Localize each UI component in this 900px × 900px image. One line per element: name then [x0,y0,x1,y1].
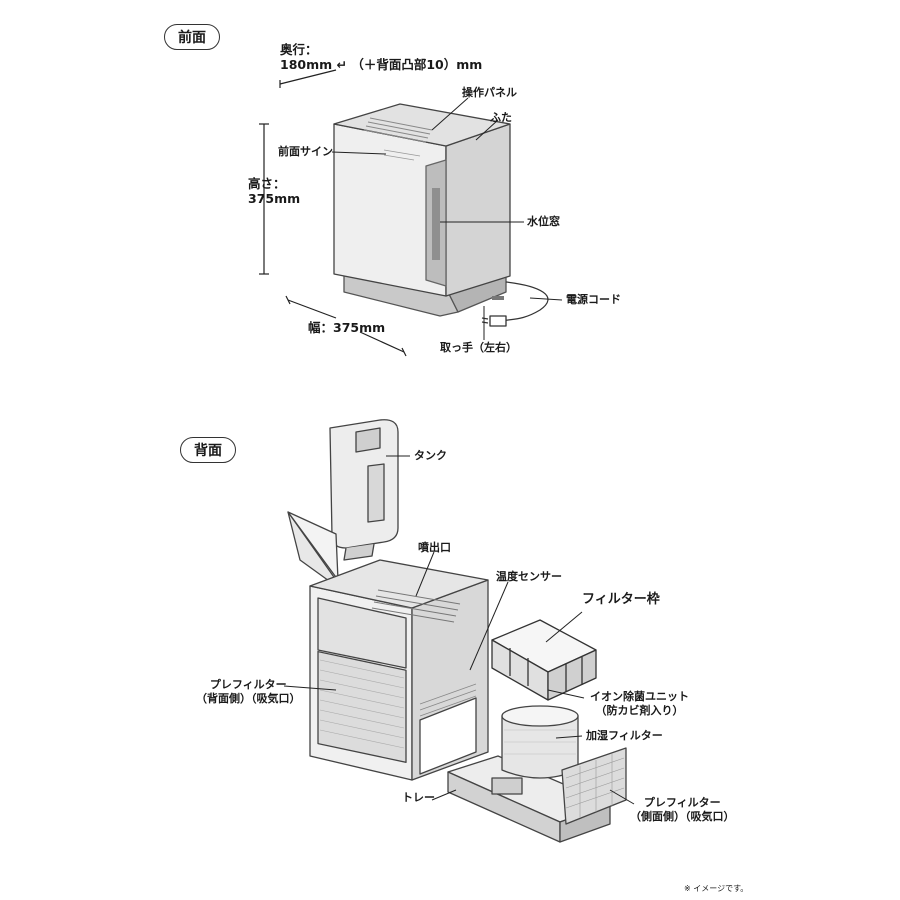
prefilter-side-line1: プレフィルター [643,796,721,809]
humidifying-filter-callout: 加湿フィルター [586,729,663,742]
width-dimension-label: 幅：375mm [308,320,386,335]
lid-callout: ふた [490,111,512,124]
front-section-label: 前面 [164,24,220,50]
temp-sensor-callout: 温度センサー [496,570,562,583]
height-dimension-label: 高さ： 375mm [248,176,300,206]
prefilter-back-line1: プレフィルター [209,678,287,691]
back-section-label: 背面 [180,437,236,463]
height-label-line1: 高さ： [248,176,286,191]
ion-unit-line2: （防カビ剤入り） [595,704,684,717]
image-note: ※ イメージです。 [684,884,749,893]
prefilter-back-callout: プレフィルター （背面側）（吸気口） [196,678,301,706]
depth-dimension-label: 奥行： 180mm ↵ （＋背面凸部10）mm [280,42,482,72]
outlet-callout: 噴出口 [418,541,451,554]
filter-frame-callout: フィルター枠 [582,592,660,607]
ion-unit-line1: イオン除菌ユニット [590,690,689,703]
tank-callout: タンク [414,449,447,462]
back-humidifier-illustration [309,559,489,781]
depth-label-line1: 奥行： [280,42,318,57]
side-prefilter-illustration [561,747,627,825]
control-panel-callout: 操作パネル [462,86,517,99]
front-leader-lines [331,97,563,340]
back-leader-lines [283,455,635,805]
filter-frame-illustration [491,619,597,701]
humidifying-filter-illustration [501,705,579,779]
height-label-line2: 375mm [248,191,301,206]
handle-callout: 取っ手（左右） [440,341,517,354]
ion-unit-callout: イオン除菌ユニット （防カビ剤入り） [590,690,689,718]
depth-label-line2: 180mm ↵ （＋背面凸部10）mm [280,57,483,72]
prefilter-side-line2: （側面側）（吸気口） [630,810,735,823]
tray-callout: トレー [402,791,435,804]
prefilter-back-line2: （背面側）（吸気口） [196,692,301,705]
prefilter-side-callout: プレフィルター （側面側）（吸気口） [630,796,735,824]
power-cord-callout: 電源コード [566,293,621,306]
tank-illustration [329,419,399,561]
water-window-callout: 水位窓 [527,215,560,228]
front-humidifier-illustration [333,103,549,327]
front-sign-callout: 前面サイン [278,145,333,158]
front-dimension-lines [259,69,407,357]
